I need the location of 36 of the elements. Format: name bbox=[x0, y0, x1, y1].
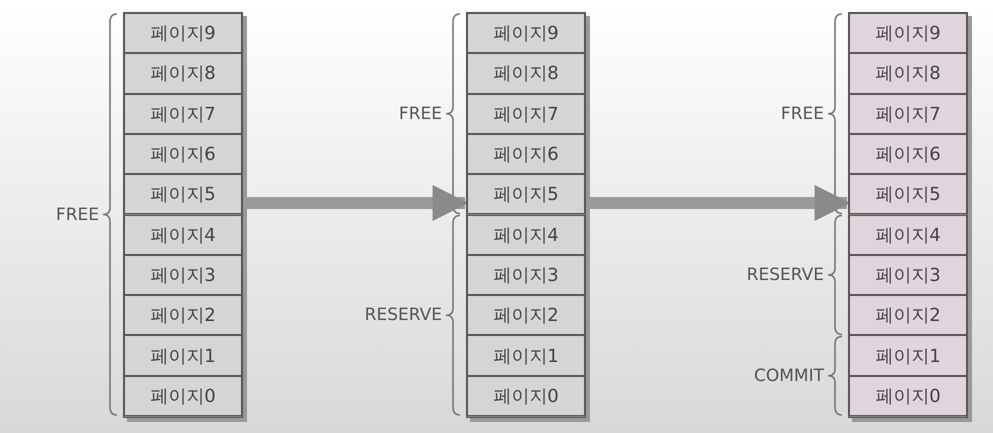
memory-page: 페이지2 bbox=[124, 295, 242, 336]
memory-page: 페이지3 bbox=[124, 254, 242, 296]
memory-page: 페이지5 bbox=[467, 174, 585, 214]
memory-page: 페이지9 bbox=[124, 13, 242, 54]
state-label: RESERVE bbox=[364, 305, 442, 326]
memory-page: 페이지6 bbox=[467, 134, 585, 174]
memory-page: 페이지9 bbox=[467, 13, 585, 54]
memory-page: 페이지6 bbox=[849, 134, 967, 174]
state-label: FREE bbox=[780, 104, 824, 124]
memory-page: 페이지7 bbox=[467, 94, 585, 134]
memory-page: 페이지8 bbox=[124, 53, 242, 94]
state-label: COMMIT bbox=[754, 366, 824, 386]
memory-page: 페이지7 bbox=[849, 94, 967, 134]
memory-page: 페이지2 bbox=[467, 295, 585, 336]
memory-page: 페이지5 bbox=[124, 174, 242, 214]
memory-page: 페이지5 bbox=[849, 174, 967, 214]
state-label: FREE bbox=[56, 204, 99, 224]
memory-page: 페이지4 bbox=[467, 214, 585, 255]
memory-page: 페이지0 bbox=[849, 376, 967, 416]
memory-page: 페이지0 bbox=[124, 376, 242, 416]
memory-page: 페이지4 bbox=[849, 214, 967, 255]
memory-page: 페이지3 bbox=[467, 254, 585, 296]
memory-page: 페이지3 bbox=[849, 254, 967, 296]
memory-page: 페이지4 bbox=[124, 214, 242, 255]
memory-page: 페이지0 bbox=[467, 376, 585, 416]
memory-page: 페이지1 bbox=[849, 335, 967, 376]
state-label: FREE bbox=[398, 104, 442, 124]
memory-page: 페이지9 bbox=[849, 13, 967, 54]
memory-page: 페이지8 bbox=[467, 53, 585, 94]
memory-page: 페이지8 bbox=[849, 53, 967, 94]
memory-page: 페이지6 bbox=[124, 134, 242, 174]
memory-page: 페이지2 bbox=[849, 295, 967, 336]
state-label: RESERVE bbox=[746, 264, 824, 285]
memory-page: 페이지1 bbox=[467, 335, 585, 376]
memory-page: 페이지7 bbox=[124, 94, 242, 134]
memory-page: 페이지1 bbox=[124, 335, 242, 376]
